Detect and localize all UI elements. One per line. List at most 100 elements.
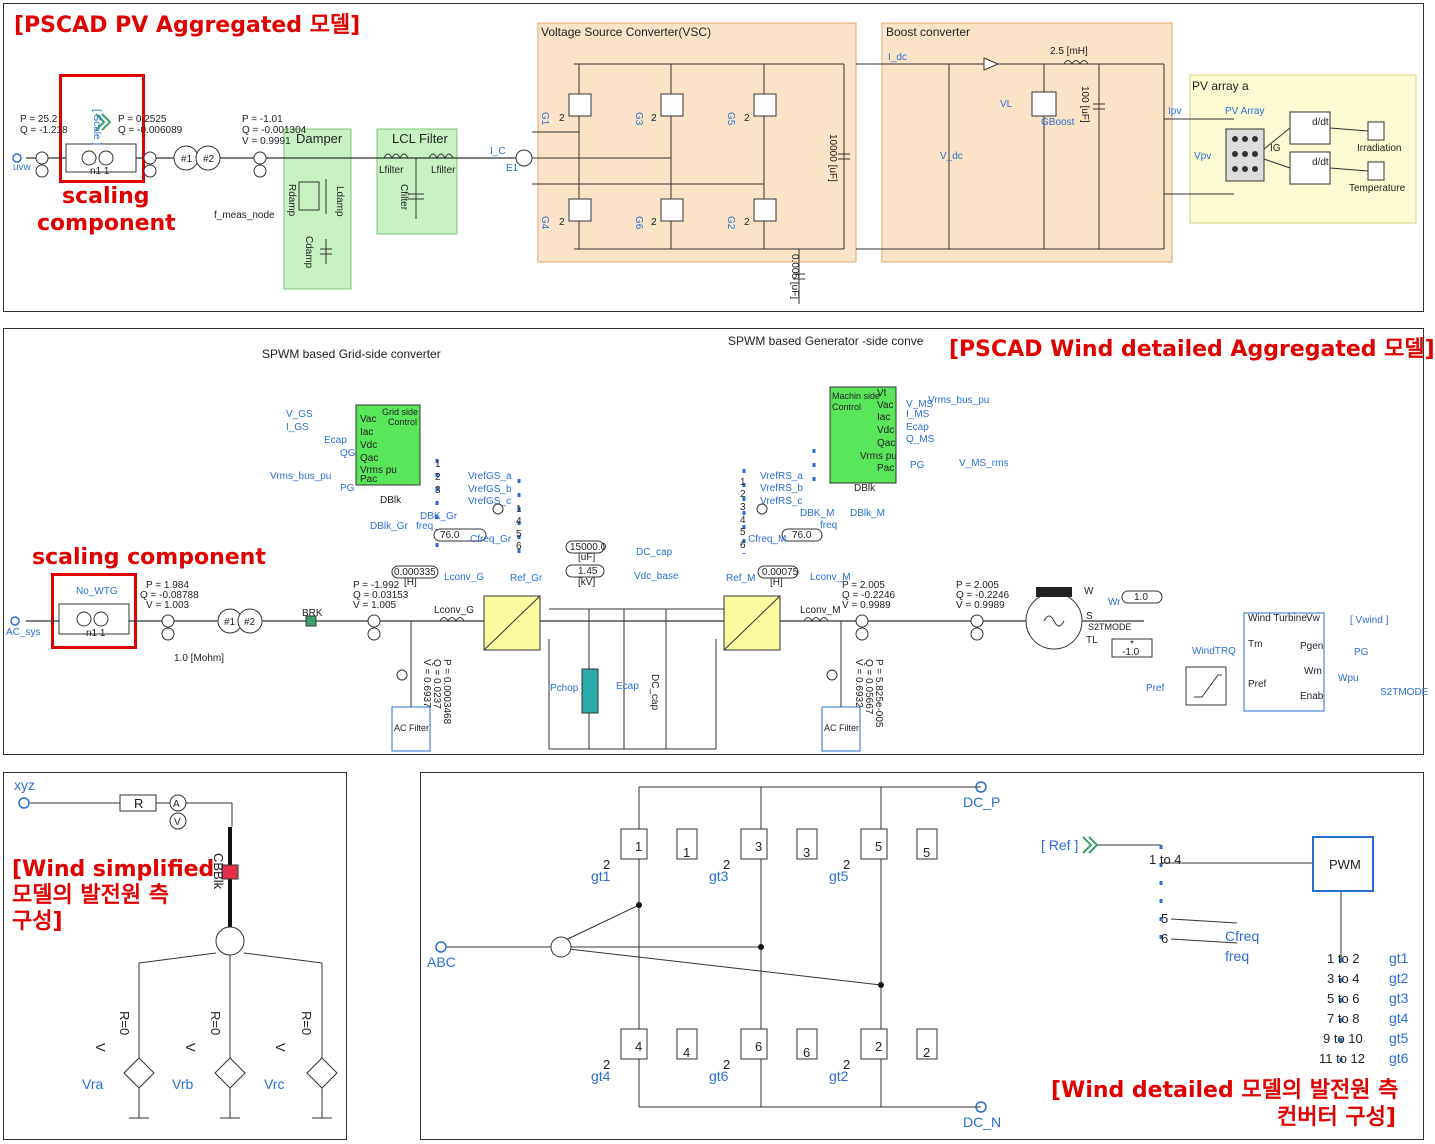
gen-star: *: [1130, 639, 1134, 650]
cap-val: 15000.0: [570, 542, 607, 553]
pv-p-mid: P = 0.2525: [118, 114, 167, 125]
w-q4: Q = -0.2246: [956, 590, 1010, 601]
det-six: 6: [1161, 931, 1168, 946]
pwm-label: PWM: [1329, 857, 1361, 872]
two-1: 2: [559, 113, 565, 124]
ref-m: Ref_M: [726, 573, 755, 584]
gi-5: PG: [340, 483, 355, 494]
wt-wpu: Wpu: [1338, 673, 1359, 684]
gp-3: Qac: [360, 453, 378, 464]
pv-v-r: V = 0.9991: [242, 136, 291, 147]
gt-a: gt1: [591, 868, 611, 884]
w-q2: Q = 0.03153: [353, 590, 409, 601]
mp-3: Vdc: [877, 425, 894, 436]
acf1-label: AC Filter: [394, 723, 429, 733]
vg-2: VrefGS_c: [468, 496, 511, 507]
grid-port-labels: Vac Iac Vdc Qac Vrms pu Pac: [360, 414, 397, 485]
lconv-g-val: 0.000335: [394, 567, 436, 578]
w-tx2: #2: [244, 617, 256, 628]
det-panel: [Wind detailed 모델의 발전원 측 컨버터 구성] ABC DC_…: [420, 772, 1424, 1140]
w-tx1: #1: [224, 617, 236, 628]
gp-4: Vrms pu: [360, 465, 397, 476]
sw-0: 1: [635, 839, 642, 854]
grid-conv-label: SPWM based Grid-side converter: [262, 347, 441, 361]
dbk-m: DBK_M: [800, 508, 834, 519]
kv-unit: [kV]: [578, 577, 595, 588]
val76-m: 76.0: [792, 530, 812, 541]
r0-c: R=0: [299, 1011, 314, 1035]
cbblk: CBBlk: [211, 853, 226, 890]
wind-scaling-box: [51, 573, 137, 649]
gts-1: gt2: [1389, 970, 1409, 986]
gen-m1: -1.0: [1122, 647, 1140, 658]
gts-5: gt6: [1389, 1050, 1409, 1066]
gi-0: V_GS: [286, 409, 313, 420]
sp-5: 11 to 12: [1319, 1051, 1365, 1066]
w-p1: P = 1.984: [146, 580, 189, 591]
r0-b: R=0: [208, 1011, 223, 1035]
damper-label: Damper: [296, 131, 343, 146]
w-p2: P = -1.992: [353, 580, 400, 591]
two-e: 2: [723, 1057, 730, 1072]
ind-label: 2.5 [mH]: [1050, 46, 1088, 57]
cfreq: Cfreq: [1225, 928, 1259, 944]
simp-title-3: 구성]: [12, 909, 63, 934]
simp-panel: [Wind simplified 모델의 발전원 측 구성] xyz R A V…: [3, 772, 347, 1140]
w-q3: Q = -0.2246: [842, 590, 896, 601]
lconv-m-top: Lconv_M: [810, 572, 851, 583]
wt-s2t: S2TMODE: [1380, 687, 1429, 698]
cfilter-label: Cfilter: [398, 184, 409, 211]
pv-q-r: Q = -0.001304: [242, 125, 307, 136]
gt-d: gt4: [591, 1068, 611, 1084]
det-title-2: 컨버터 구성]: [1277, 1105, 1396, 1130]
sw-5: 2: [875, 1039, 882, 1054]
g1-label: G1: [539, 112, 550, 126]
chopper: [581, 668, 599, 714]
irradiation-label: Irradiation: [1357, 143, 1401, 154]
tx1-label: #1: [181, 154, 193, 165]
pv-scaling-label-2: component: [37, 211, 176, 236]
vg-1: VrefGS_b: [468, 484, 512, 495]
swd-2: 5: [923, 845, 930, 860]
lcl-block: [376, 128, 458, 235]
gp-0: Vac: [360, 414, 377, 425]
mach-outputs: Vrms_bus_pu V_MS I_MS Ecap Q_MS PG V_MS_…: [906, 395, 1008, 471]
swd-3: 4: [683, 1045, 690, 1060]
cdamp-label: Cdamp: [303, 236, 314, 269]
gn-4: 4: [516, 516, 522, 527]
dc-n: DC_N: [963, 1114, 1001, 1130]
vpv-label: Vpv: [1194, 151, 1211, 162]
det-five: 5: [1161, 911, 1168, 926]
mo-6: V_MS_rms: [959, 458, 1008, 469]
vra: Vra: [82, 1076, 103, 1092]
kv-val: 1.45: [578, 566, 598, 577]
swd-4: 6: [803, 1045, 810, 1060]
grid-ctrl-block: [355, 404, 421, 486]
mp-2: Iac: [877, 412, 890, 423]
cfreq-m: Cfreq_M: [748, 534, 786, 545]
g3-label: G3: [633, 112, 644, 126]
cap-small-label: 0.005 [uF]: [789, 254, 800, 299]
wt-label: Wind Turbine: [1248, 613, 1307, 624]
vl-b: V: [183, 1043, 198, 1052]
vg-0: VrefGS_a: [468, 471, 512, 482]
v-dc-label: V_dc: [940, 151, 963, 162]
gp-5: Pac: [360, 474, 377, 485]
mohm: 1.0 [Mohm]: [174, 653, 224, 664]
gt-f: gt2: [829, 1068, 849, 1084]
vrb: Vrb: [172, 1076, 193, 1092]
gen-s2t: S2TMODE: [1088, 622, 1132, 632]
r0-a: R=0: [117, 1011, 132, 1035]
two-d: 2: [603, 1057, 610, 1072]
pwm-block: [1312, 836, 1374, 892]
one-to-4: 1 to 4: [1149, 852, 1182, 867]
dblk-label: DBlk: [380, 495, 402, 506]
dblk-m-label: DBlk: [854, 483, 876, 494]
wind-panel: [PSCAD Wind detailed Aggregated 모델] scal…: [3, 328, 1435, 755]
wt-pg: PG: [1354, 647, 1369, 658]
swd-1: 3: [803, 845, 810, 860]
gts-0: gt1: [1389, 950, 1409, 966]
freq-m: freq: [820, 520, 837, 531]
temperature-label: Temperature: [1349, 183, 1406, 194]
h1: [H]: [404, 577, 417, 588]
